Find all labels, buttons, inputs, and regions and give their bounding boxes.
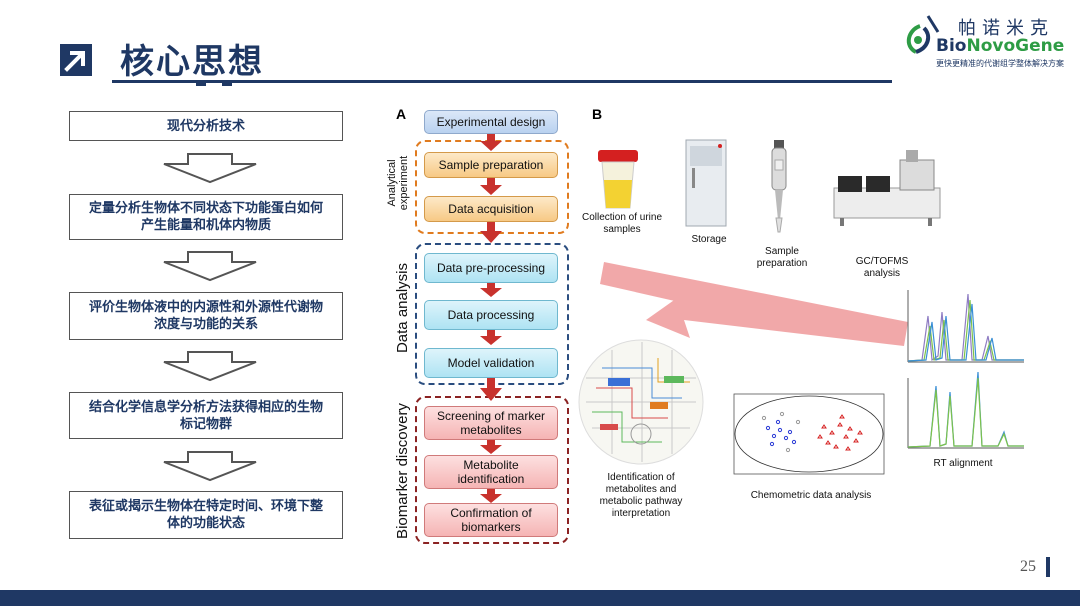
chromatogram-raw — [907, 290, 1024, 363]
left-step-5: 表征或揭示生物体在特定时间、环境下整体的功能状态 — [69, 491, 343, 539]
left-step-2: 定量分析生物体不同状态下功能蛋白如何产生能量和机体内物质 — [69, 194, 343, 240]
metabolic-pathway-map — [578, 339, 704, 465]
caption-sample-prep: Sample preparation — [756, 246, 808, 269]
flow-arrow-icon — [480, 488, 502, 503]
left-step-4: 结合化学信息学分析方法获得相应的生物标记物群 — [69, 392, 343, 439]
step-data-acquisition: Data acquisition — [424, 196, 558, 222]
step-model-validation: Model validation — [424, 348, 558, 378]
group-label-data-analysis: Data analysis — [394, 262, 411, 354]
down-arrow-icon — [160, 350, 260, 386]
flow-arrow-icon — [480, 177, 502, 195]
logo-english-part1: Bio — [936, 36, 967, 56]
step-data-processing: Data processing — [424, 300, 558, 330]
page-number-bar — [1046, 557, 1050, 577]
caption-storage: Storage — [691, 234, 727, 245]
group-label-analytical: Analytical experiment — [386, 155, 410, 211]
page-title: 核心思想 — [120, 42, 264, 82]
pipette-icon — [771, 140, 787, 233]
step-experimental-design: Experimental design — [424, 110, 558, 134]
logo-english-name: BioNovoGene — [936, 36, 1064, 56]
panel-a-label: A — [396, 106, 407, 122]
left-step-3: 评价生物体液中的内源性和外源性代谢物浓度与功能的关系 — [69, 292, 343, 340]
chromatogram-charts — [907, 290, 1024, 449]
header-arrow-icon — [60, 44, 92, 76]
down-arrow-icon — [160, 152, 260, 188]
title-underline-mark — [196, 80, 206, 86]
step-data-preprocessing: Data pre-processing — [424, 253, 558, 283]
freezer-icon — [685, 139, 727, 227]
gc-tofms-instrument-icon — [833, 150, 941, 226]
group-label-biomarker: Biomarker discovery — [394, 403, 411, 539]
flow-arrow-icon — [480, 439, 502, 454]
caption-identification: Identification of metabolites and metabo… — [599, 472, 683, 519]
caption-chemometric: Chemometric data analysis — [750, 490, 872, 501]
panel-b-label: B — [592, 106, 603, 122]
pca-scatter-plot — [733, 393, 885, 475]
footer-bar — [0, 590, 1080, 606]
flow-arrow-icon — [480, 133, 502, 151]
logo-tagline: 更快更精准的代谢组学整体解决方案 — [936, 59, 1064, 68]
flow-arrow-icon — [480, 282, 502, 297]
down-arrow-icon — [160, 450, 260, 486]
step-confirmation-biomarkers: Confirmation of biomarkers — [424, 503, 558, 537]
down-arrow-icon — [160, 250, 260, 286]
title-underline-mark — [222, 80, 232, 86]
flow-arrows — [480, 133, 502, 503]
logo-mark-icon — [898, 12, 942, 64]
chromatogram-aligned — [907, 371, 1024, 449]
caption-urine: Collection of urine samples — [581, 212, 663, 235]
urine-cup-icon — [598, 150, 638, 209]
flow-arrow-icon — [480, 330, 502, 345]
caption-gc: GC/TOFMS analysis — [855, 256, 909, 279]
workflow-return-arrow — [600, 262, 908, 346]
flow-arrow-icon — [480, 222, 502, 243]
logo-chinese-name: 帕诺米克 — [958, 18, 1054, 39]
step-screening-markers: Screening of marker metabolites — [424, 406, 558, 440]
page-number: 25 — [1020, 558, 1036, 575]
caption-rt-alignment: RT alignment — [933, 458, 993, 469]
title-underline — [112, 80, 892, 83]
step-metabolite-identification: Metabolite identification — [424, 455, 558, 489]
flow-arrow-icon — [480, 378, 502, 401]
step-sample-preparation: Sample preparation — [424, 152, 558, 178]
left-step-1: 现代分析技术 — [69, 111, 343, 141]
logo-english-part2: NovoGene — [966, 36, 1065, 56]
